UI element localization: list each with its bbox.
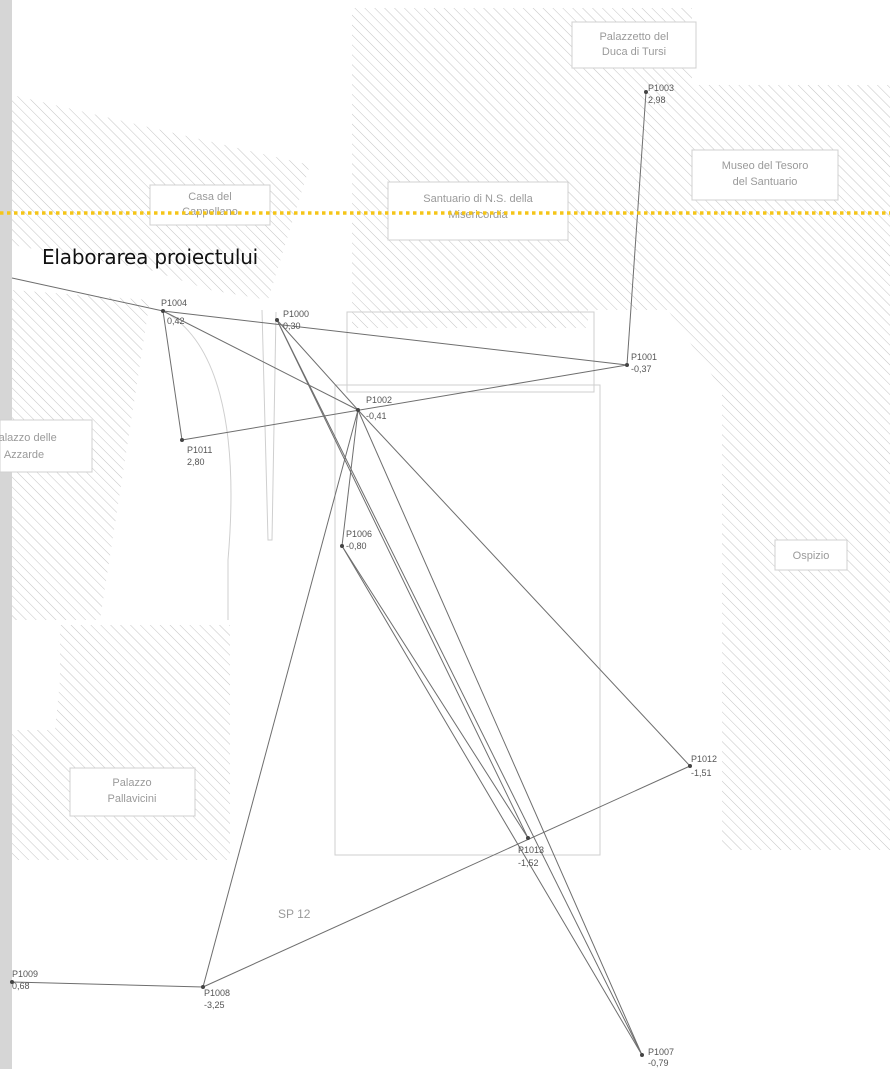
plaza-outline — [334, 384, 601, 856]
building-label-pallavicini-2: Pallavicini — [108, 793, 157, 805]
building-label-ospizio: Ospizio — [793, 550, 830, 562]
point-p1006-name: P1006 — [346, 529, 372, 539]
point-p1009-name: P1009 — [12, 969, 38, 979]
building-label-palazzetto-2: Duca di Tursi — [602, 46, 666, 58]
courtyard-outline — [346, 311, 595, 393]
survey-points — [10, 90, 692, 1057]
point-p1007-elev: -0,79 — [648, 1058, 669, 1068]
point-p1002-name: P1002 — [366, 395, 392, 405]
building-label-museo-1: Museo del Tesoro — [722, 160, 809, 172]
building-label-palazzetto-1: Palazzetto del — [599, 31, 668, 43]
point-p1002-elev: -0,41 — [366, 411, 387, 421]
path-curve — [164, 311, 232, 620]
survey-traverse — [11, 91, 691, 1056]
point-p1000-elev: 0,30 — [283, 321, 301, 331]
point-p1001-elev: -0,37 — [631, 364, 652, 374]
point-p1004-elev: 0,42 — [167, 316, 185, 326]
building-label-santuario-1: Santuario di N.S. della — [423, 193, 533, 205]
point-p1011-elev: 2,80 — [187, 457, 205, 467]
building-label-santuario-2: Misericordia — [448, 209, 508, 221]
building-right — [668, 85, 890, 850]
point-p1009-elev: 0,68 — [12, 981, 30, 991]
point-p1004-name: P1004 — [161, 298, 187, 308]
path-narrow — [261, 309, 277, 541]
point-p1012-name: P1012 — [691, 754, 717, 764]
section-heading: Elaborarea proiectului — [42, 245, 259, 269]
point-p1003-name: P1003 — [648, 83, 674, 93]
point-p1008-name: P1008 — [204, 988, 230, 998]
point-p1013-name: P1013 — [518, 845, 544, 855]
building-label-palazzo-delle-1: Palazzo delle — [0, 432, 57, 444]
building-label-museo-2: del Santuario — [733, 176, 798, 188]
point-p1007-name: P1007 — [648, 1047, 674, 1057]
left-edge-strip — [0, 0, 12, 1069]
building-label-pallavicini-1: Palazzo — [112, 777, 151, 789]
road-label: SP 12 — [278, 907, 311, 921]
point-p1013-elev: -1,52 — [518, 858, 539, 868]
point-p1003-elev: 2,98 — [648, 95, 666, 105]
building-label-casa-1: Casa del — [188, 191, 231, 203]
point-p1006-elev: -0,80 — [346, 541, 367, 551]
point-p1008-elev: -3,25 — [204, 1000, 225, 1010]
point-p1011-name: P1011 — [187, 445, 212, 455]
point-p1001-name: P1001 — [631, 352, 657, 362]
building-top-center — [352, 8, 692, 328]
point-p1000-name: P1000 — [283, 309, 309, 319]
building-pallavicini — [12, 625, 230, 860]
point-p1012-elev: -1,51 — [691, 768, 712, 778]
building-label-palazzo-delle-2: Azzarde — [4, 449, 44, 461]
